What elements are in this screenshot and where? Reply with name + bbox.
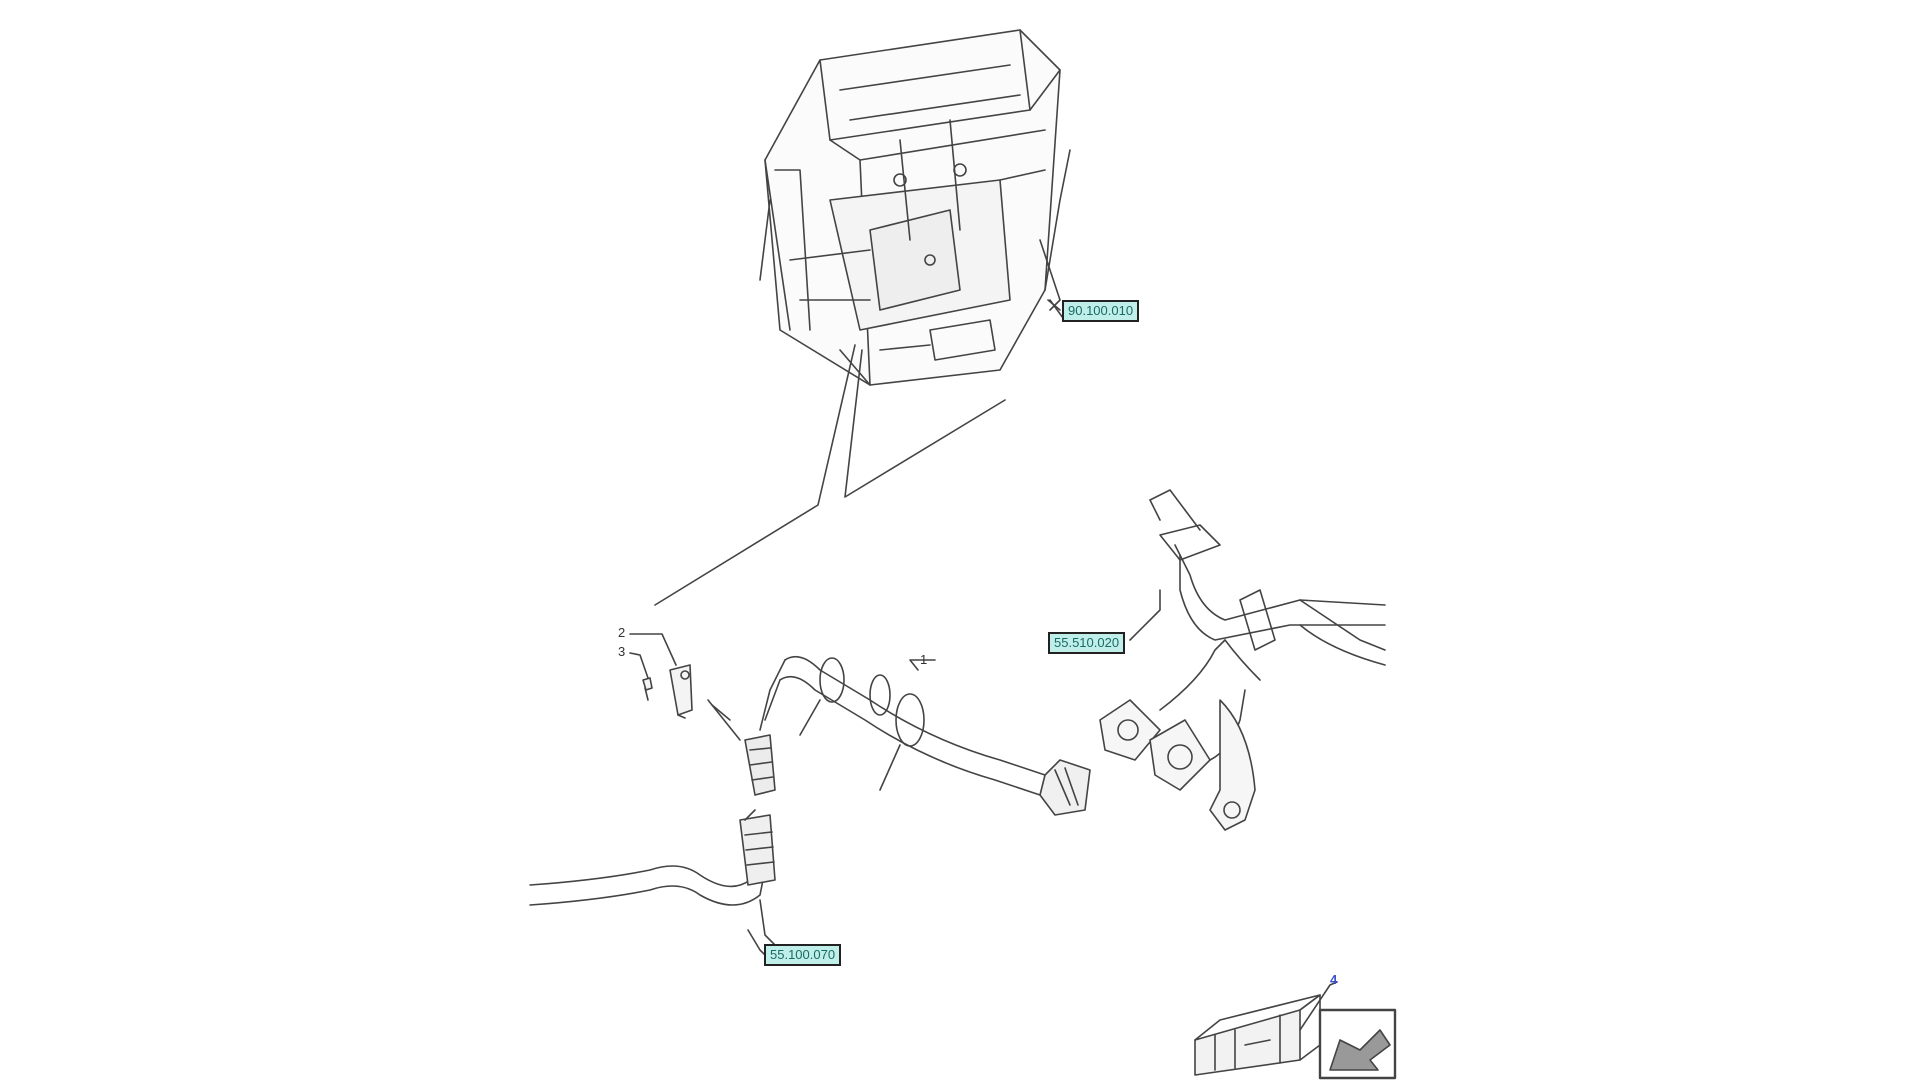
wiring-harness-icon	[759, 655, 1091, 816]
kit-box-icon	[1194, 981, 1338, 1076]
harness-bottom-icon	[529, 809, 776, 946]
callout-2: 2	[618, 625, 626, 640]
connector-icon	[1099, 639, 1261, 831]
ref-label-harness-top[interactable]: 55.510.020	[1048, 632, 1126, 654]
leader-line	[629, 652, 649, 679]
leader-line	[1129, 589, 1161, 641]
leader-line	[909, 659, 936, 671]
callout-3: 3	[618, 644, 626, 659]
leader-line	[654, 344, 856, 606]
leader-line	[629, 633, 677, 666]
bracket-icon	[642, 664, 693, 719]
callout-1: 1	[920, 652, 928, 667]
callout-4: 4	[1330, 972, 1338, 987]
connector-icon	[707, 699, 776, 796]
ref-label-harness-bottom[interactable]: 55.100.070	[764, 944, 842, 966]
page-arrow-icon	[1318, 1008, 1397, 1080]
harness-top-icon	[1149, 489, 1386, 666]
cab-frame-icon	[759, 29, 1071, 386]
ref-label-cab-frame[interactable]: 90.100.010	[1062, 300, 1140, 322]
